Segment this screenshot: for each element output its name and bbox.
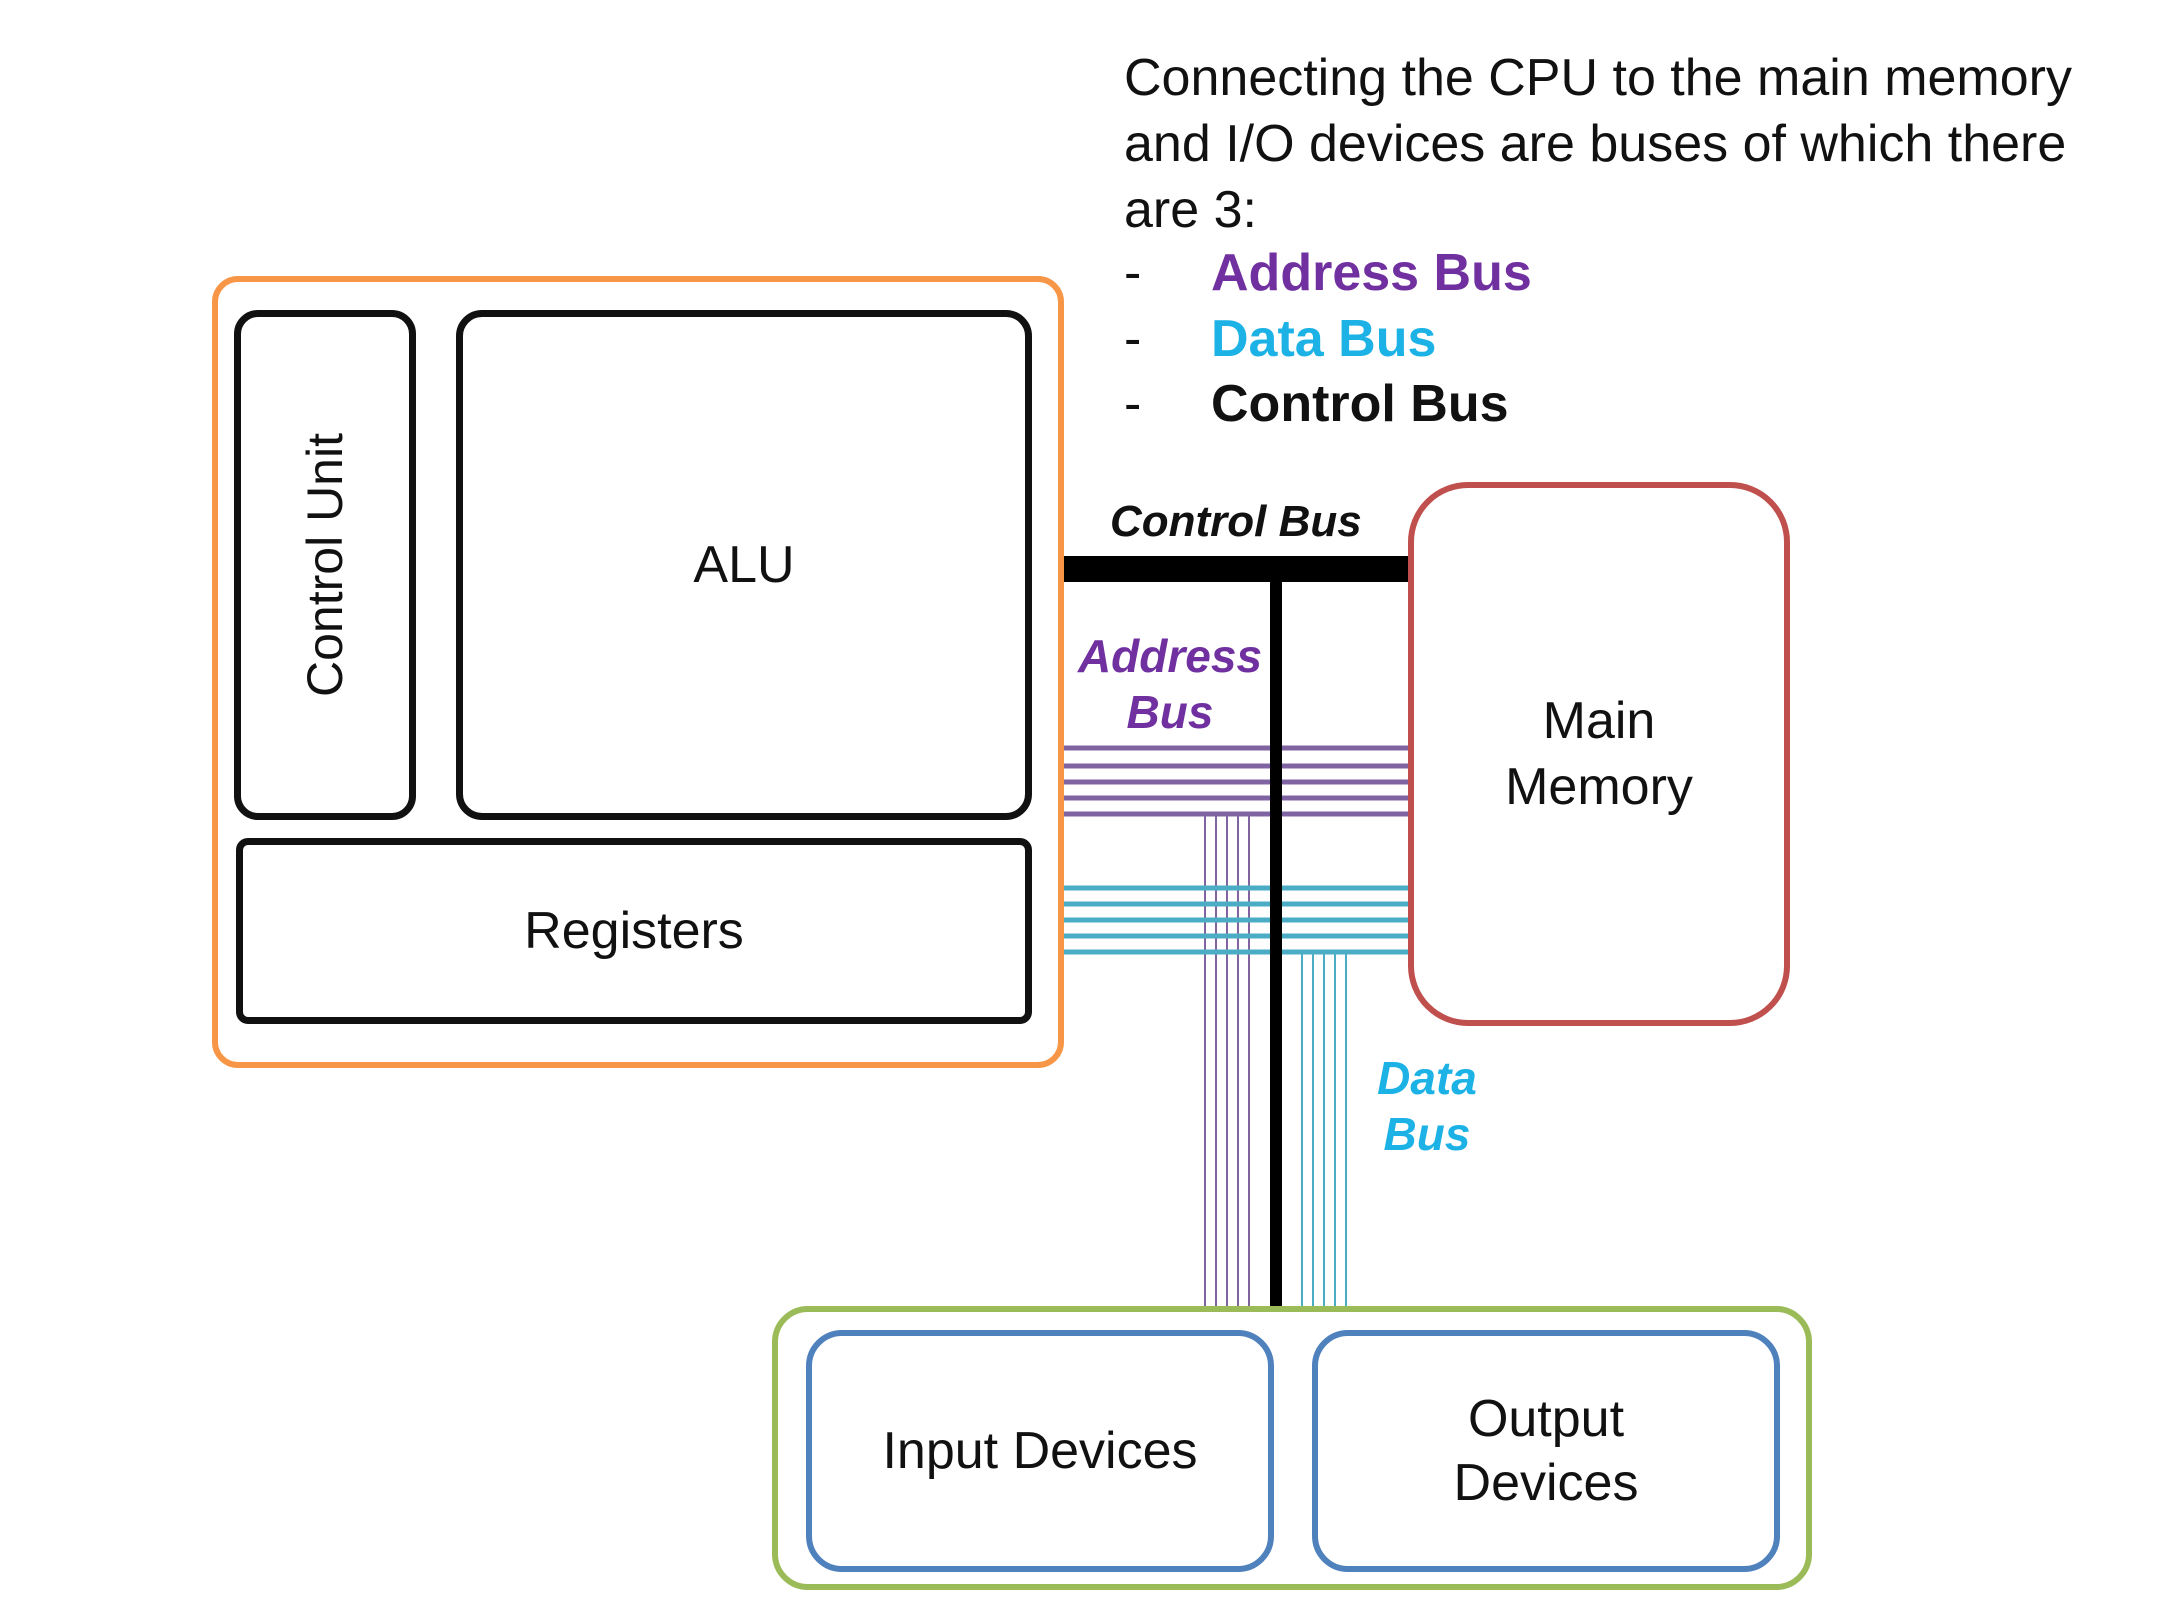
bullet-marker: -: [1124, 310, 1142, 368]
main-memory-label: Main Memory: [1505, 692, 1693, 816]
address-bus-label: Address Bus: [1077, 630, 1263, 738]
alu-box: ALU: [456, 310, 1032, 820]
input-devices-box: Input Devices: [806, 1330, 1274, 1572]
data-bus-drops: [1301, 952, 1347, 1308]
input-devices-label: Input Devices: [882, 1422, 1198, 1480]
control-unit-label: Control Unit: [297, 433, 353, 697]
control-bus-label: Control Bus: [1110, 497, 1362, 546]
bullet-marker: -: [1124, 375, 1142, 433]
bullet-marker: -: [1124, 244, 1142, 302]
bullet-control-bus: Control Bus: [1211, 375, 1509, 433]
address-bus-lines: [1060, 745, 1412, 817]
io-box: [772, 1306, 1812, 1590]
registers-label: Registers: [524, 902, 744, 960]
data-bus-label: Data Bus: [1377, 1052, 1477, 1160]
control-bus-lines: [1058, 556, 1414, 1310]
cpu-box: [212, 276, 1064, 1068]
bullet-data-bus: Data Bus: [1211, 310, 1437, 368]
alu-label: ALU: [693, 536, 795, 594]
intro-text: Connecting the CPU to the main memory an…: [1124, 49, 2072, 239]
bullet-address-bus: Address Bus: [1211, 244, 1532, 302]
output-devices-label: Output Devices: [1453, 1390, 1639, 1512]
main-memory-box: Main Memory: [1408, 482, 1790, 1026]
control-unit-box: Control Unit: [234, 310, 416, 820]
data-bus-lines: [1060, 885, 1412, 955]
address-bus-drops: [1204, 814, 1250, 1308]
registers-box: Registers: [236, 838, 1032, 1024]
output-devices-box: Output Devices: [1312, 1330, 1780, 1572]
